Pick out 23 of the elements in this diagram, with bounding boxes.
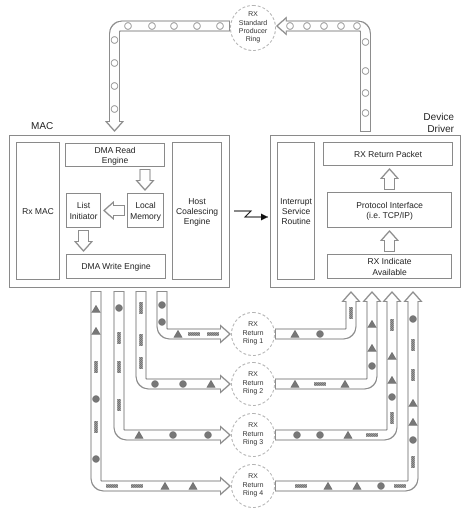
process-box bbox=[66, 254, 166, 279]
process-box bbox=[127, 193, 164, 228]
module-heading: Device Driver bbox=[422, 112, 454, 135]
box-label: List Initiator bbox=[68, 200, 98, 221]
module-heading: MAC bbox=[31, 121, 54, 132]
process-box bbox=[65, 143, 165, 167]
box-label: Host Coalescing Engine bbox=[174, 196, 220, 226]
process-box bbox=[323, 142, 453, 166]
box-label: DMA Write Engine bbox=[81, 261, 151, 272]
box-label: Interrupt Service Routine bbox=[279, 196, 313, 226]
box-label: RX Return Packet bbox=[354, 148, 422, 160]
process-box bbox=[277, 142, 315, 280]
process-box bbox=[66, 193, 101, 228]
process-box bbox=[172, 142, 222, 280]
box-label: Protocol Interface (i.e. TCP/IP) bbox=[355, 200, 424, 220]
process-box bbox=[16, 142, 60, 280]
zigzag-arrow bbox=[234, 210, 268, 220]
box-label: Rx MAC bbox=[22, 206, 54, 216]
box-label: DMA Read Engine bbox=[93, 144, 137, 166]
box-label: Local Memory bbox=[129, 200, 162, 221]
process-box bbox=[327, 192, 452, 228]
box-label: RX Indicate Available bbox=[366, 256, 412, 277]
process-box bbox=[327, 254, 452, 279]
